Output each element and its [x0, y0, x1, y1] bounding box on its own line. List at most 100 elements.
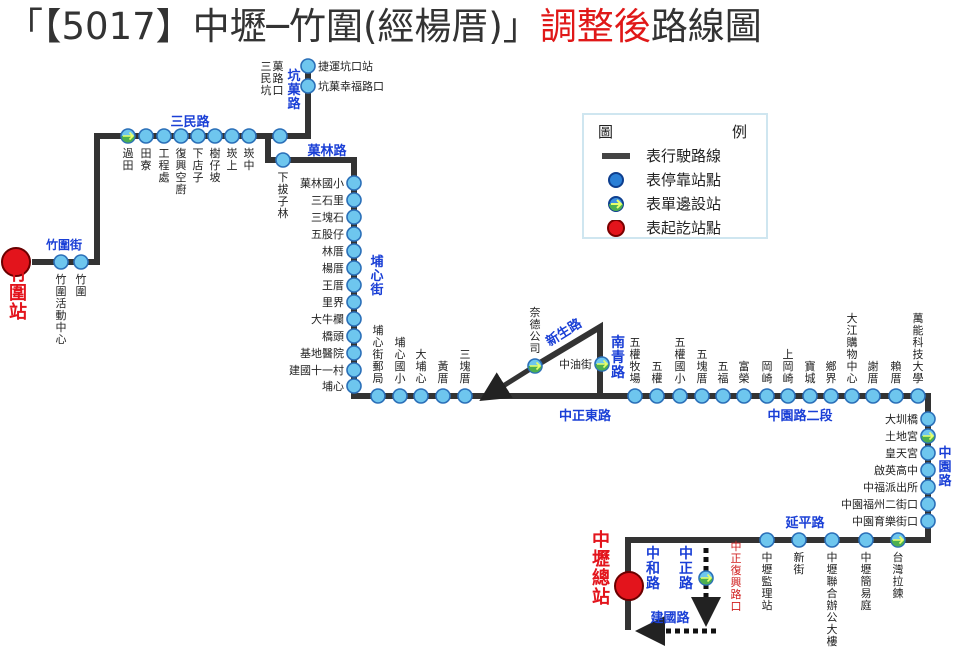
- title-main: 「【5017】中壢─竹圍(經楊厝)」: [6, 5, 540, 48]
- stop-marker: [698, 570, 714, 586]
- stop-label-40: 岡崎: [762, 360, 773, 385]
- stop-label-33: 中油街: [559, 357, 592, 371]
- legend: 圖 例 表行駛路線 表停靠站點 表單邊設站 表起訖站點: [582, 113, 768, 239]
- stop-label-57: 中壢聯合辦公大樓: [827, 551, 838, 648]
- stop-marker: [346, 209, 362, 225]
- stop-marker: [715, 388, 731, 404]
- stop-label-19: 楊厝: [322, 261, 344, 275]
- road-label-9: 中園路: [938, 445, 952, 489]
- stop-label-56: 中壢簡易庭: [861, 551, 872, 612]
- stop-marker: [759, 532, 775, 548]
- road-label-4: 埔心街: [369, 254, 383, 298]
- legend-label-route: 表行駛路線: [646, 147, 722, 165]
- stop-marker: [346, 277, 362, 293]
- stop-marker: [346, 362, 362, 378]
- stop-label-44: 大江購物中心: [847, 311, 858, 385]
- stop-label-1: 竹圍: [76, 272, 87, 298]
- stop-label-15: 三石里: [311, 194, 344, 207]
- legend-item-stop: 表停靠站點: [602, 169, 762, 191]
- stop-marker: [73, 254, 89, 270]
- stop-marker: [858, 532, 874, 548]
- stop-label-7: 樹仔坡: [210, 147, 221, 184]
- stop-marker: [272, 128, 288, 144]
- route-segment-2: [602, 393, 931, 630]
- stop-marker: [865, 388, 881, 404]
- stop-marker: [920, 411, 936, 427]
- stop-marker: [138, 128, 154, 144]
- stop-label-8: 崁上: [227, 147, 238, 172]
- stop-label-41: 上岡崎: [783, 348, 794, 385]
- stop-label-14: 菓林國小: [300, 176, 344, 190]
- stop-label-30: 黃厝: [438, 360, 449, 385]
- stop-marker: [802, 388, 818, 404]
- terminal-label-1: 中壢總站: [592, 529, 610, 608]
- stop-label-6: 下店子: [193, 147, 204, 184]
- stop-label-25: 建國十一村: [289, 363, 344, 377]
- stop-label-46: 賴厝: [891, 359, 902, 385]
- stop-marker: [346, 226, 362, 242]
- stop-label-49: 土地宮: [885, 429, 918, 443]
- stop-marker: [346, 260, 362, 276]
- legend-label-stop: 表停靠站點: [646, 171, 722, 189]
- stop-label-0: 竹圍活動中心: [56, 272, 67, 346]
- stop-marker: [346, 345, 362, 361]
- stop-marker: [346, 192, 362, 208]
- road-label-1: 三民路: [170, 114, 210, 130]
- stop-marker: [672, 388, 688, 404]
- stop-marker: [346, 243, 362, 259]
- stop-marker: [457, 388, 473, 404]
- stop-label-50: 皇天宮: [885, 446, 918, 460]
- stop-label-51: 啟英高中: [874, 463, 918, 477]
- terminal-marker: [614, 571, 644, 601]
- road-label-6: 南青路: [611, 334, 626, 381]
- stop-label-17: 五股仔: [311, 228, 344, 241]
- stop-marker: [346, 311, 362, 327]
- stop-marker: [173, 128, 189, 144]
- stop-marker: [791, 532, 807, 548]
- road-label-3: 菓林路: [306, 143, 347, 159]
- stop-marker: [300, 78, 316, 94]
- stop-marker: [920, 462, 936, 478]
- stop-label-28: 埔心國小: [395, 336, 406, 385]
- stop-marker: [594, 356, 610, 372]
- road-label-5: 新生路: [543, 315, 585, 350]
- stop-marker: [190, 128, 206, 144]
- stop-label-18: 林厝: [322, 244, 344, 258]
- road-label-12: 中正路: [679, 545, 694, 592]
- stop-label-16: 三塊石: [311, 211, 344, 224]
- stop-marker: [920, 479, 936, 495]
- stop-marker: [224, 128, 240, 144]
- stop-label-53: 中園福州二街口: [841, 497, 918, 511]
- stop-label-24: 基地醫院: [300, 346, 344, 360]
- legend-item-route: 表行駛路線: [602, 145, 762, 167]
- stop-marker: [627, 388, 643, 404]
- stop-label-58: 新街: [794, 550, 805, 576]
- stop-label-59: 中壢監理站: [762, 551, 773, 612]
- road-label-2: 坑菓路: [286, 68, 301, 112]
- stop-label-35: 五權: [652, 360, 663, 385]
- stop-label-12: 坑菓幸福路口: [318, 79, 384, 93]
- stop-marker: [890, 532, 906, 548]
- stop-marker: [392, 388, 408, 404]
- road-label-10: 延平路: [784, 515, 825, 531]
- stop-marker: [275, 152, 291, 168]
- stop-marker: [120, 128, 136, 144]
- stop-label-9: 崁中: [244, 147, 255, 172]
- stop-label-34: 五權牧場: [630, 336, 641, 385]
- stop-label-13: 下拔子林: [278, 171, 289, 220]
- stop-marker: [435, 388, 451, 404]
- legend-item-one-way: 表單邊設站: [602, 193, 762, 215]
- stop-label-52: 中福派出所: [863, 480, 918, 494]
- stop-label-2: 過田: [123, 147, 134, 172]
- route-line-icon: [602, 153, 630, 159]
- stop-marker: [346, 378, 362, 394]
- stop-marker: [910, 388, 926, 404]
- stop-label-5: 復興空廚: [176, 147, 187, 196]
- road-label-0: 竹圍街: [45, 237, 82, 252]
- stop-marker: [53, 254, 69, 270]
- map-title: 「【5017】中壢─竹圍(經楊厝)」調整後路線圖: [6, 2, 762, 52]
- legend-label-terminal: 表起訖站點: [646, 219, 722, 237]
- stop-marker: [736, 388, 752, 404]
